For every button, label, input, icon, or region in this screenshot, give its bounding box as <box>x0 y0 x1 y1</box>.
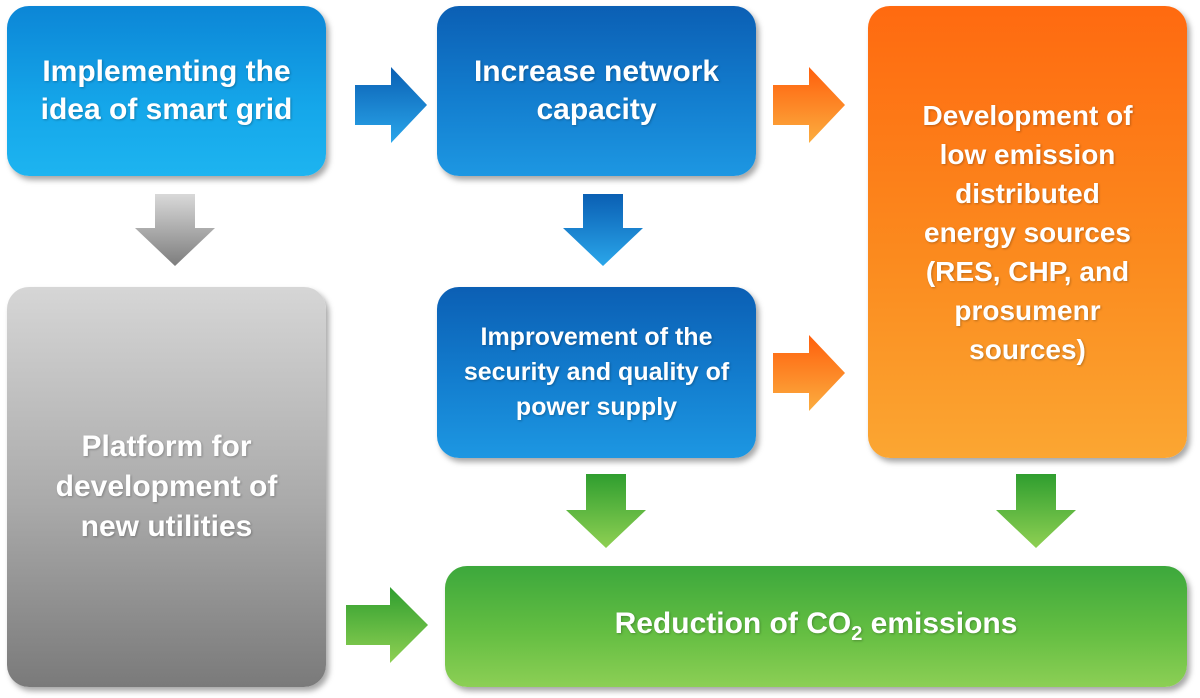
reduction-prefix: Reduction of CO <box>614 607 852 640</box>
node-platform-line-2: development of <box>55 470 278 503</box>
node-reduction-label: Reduction of CO2 emissions <box>615 607 1018 646</box>
arrow-down-icon <box>996 474 1076 548</box>
arrow-down-icon <box>563 194 643 266</box>
node-platform-new-utilities: Platform for development of new utilitie… <box>7 287 326 687</box>
arrow-right-icon <box>773 335 845 411</box>
arrow-down-icon <box>566 474 646 548</box>
node-security-line-3: power supply <box>515 393 678 421</box>
node-smart-grid-line-2: idea of smart grid <box>40 93 293 126</box>
node-low-emission-line-1: Development of <box>922 99 1133 131</box>
node-low-emission-line-6: prosumenr <box>954 294 1101 326</box>
node-low-emission-line-5: (RES, CHP, and <box>925 255 1130 287</box>
node-platform-line-3: new utilities <box>80 510 253 543</box>
node-reduction-co2: Reduction of CO2 emissions <box>445 566 1187 687</box>
arrow-right-icon <box>346 587 428 663</box>
reduction-suffix: emissions <box>862 607 1018 640</box>
node-low-emission-line-3: distributed <box>955 177 1100 209</box>
arrow-right-icon <box>773 67 845 143</box>
node-platform-line-1: Platform for <box>81 430 252 463</box>
node-network-line-2: capacity <box>536 93 657 126</box>
node-low-emission-line-4: energy sources <box>924 216 1131 248</box>
node-smart-grid: Implementing the idea of smart grid <box>7 6 326 176</box>
arrow-right-icon <box>355 67 427 143</box>
node-low-emission-sources: Development of low emission distributed … <box>868 6 1187 458</box>
node-low-emission-line-2: low emission <box>939 138 1116 170</box>
node-network-line-1: Increase network <box>473 55 720 88</box>
reduction-subscript: 2 <box>851 623 863 645</box>
arrow-down-icon <box>135 194 215 266</box>
node-security-quality: Improvement of the security and quality … <box>437 287 756 458</box>
node-low-emission-line-7: sources) <box>969 333 1086 365</box>
node-security-line-2: security and quality of <box>463 358 730 386</box>
node-security-line-1: Improvement of the <box>480 323 713 351</box>
node-smart-grid-line-1: Implementing the <box>42 55 291 88</box>
node-increase-network-capacity: Increase network capacity <box>437 6 756 176</box>
